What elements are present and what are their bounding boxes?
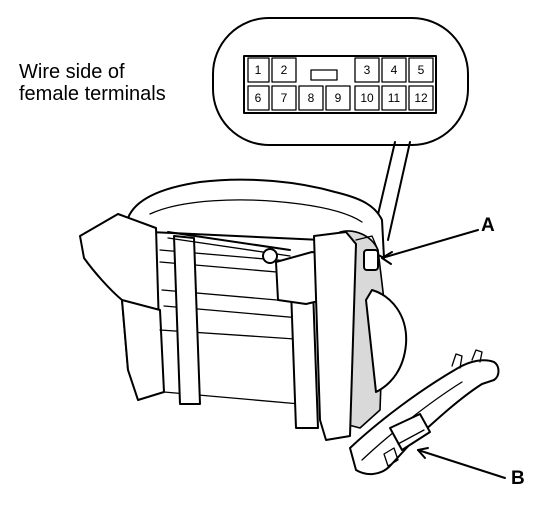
terminal-cell-10 [354,85,380,111]
terminal-cell-6 [247,85,270,111]
caption-wire-side: Wire side of [19,61,125,83]
terminal-label-3: 3 [364,63,371,77]
terminal-cell-12 [408,85,434,111]
terminal-cell-1 [247,57,270,83]
terminal-cell-3 [354,57,380,83]
terminal-cell-7 [271,85,297,111]
callout-b-label: B [511,468,525,489]
terminal-cell-11 [381,85,407,111]
terminal-cell-2 [271,57,297,83]
connector-terminal-grid: 1 2 3 4 5 6 7 8 9 10 11 12 [243,55,437,114]
terminal-label-9: 9 [335,91,342,105]
terminal-label-10: 10 [360,91,374,105]
terminal-cell-8 [298,85,324,111]
caption-female-terminals: female terminals [19,83,166,105]
terminal-cell-5 [408,57,434,83]
connector-lock-tab [310,69,338,81]
terminal-label-6: 6 [255,91,262,105]
seat-frame [79,213,408,441]
callout-a-leader [381,229,479,259]
terminal-label-11: 11 [388,91,401,105]
terminal-cell-4 [381,57,407,83]
terminal-cell-9 [325,85,351,111]
terminal-label-4: 4 [391,63,398,77]
terminal-label-1: 1 [255,63,262,77]
terminal-label-12: 12 [414,91,428,105]
callout-b-leader [417,449,506,479]
terminal-label-7: 7 [281,91,288,105]
connector-a-body [363,249,379,271]
terminal-label-5: 5 [418,63,425,77]
terminal-label-2: 2 [281,63,288,77]
callout-a-label: A [481,215,495,236]
side-cover-b [349,349,500,476]
terminal-label-8: 8 [308,91,315,105]
